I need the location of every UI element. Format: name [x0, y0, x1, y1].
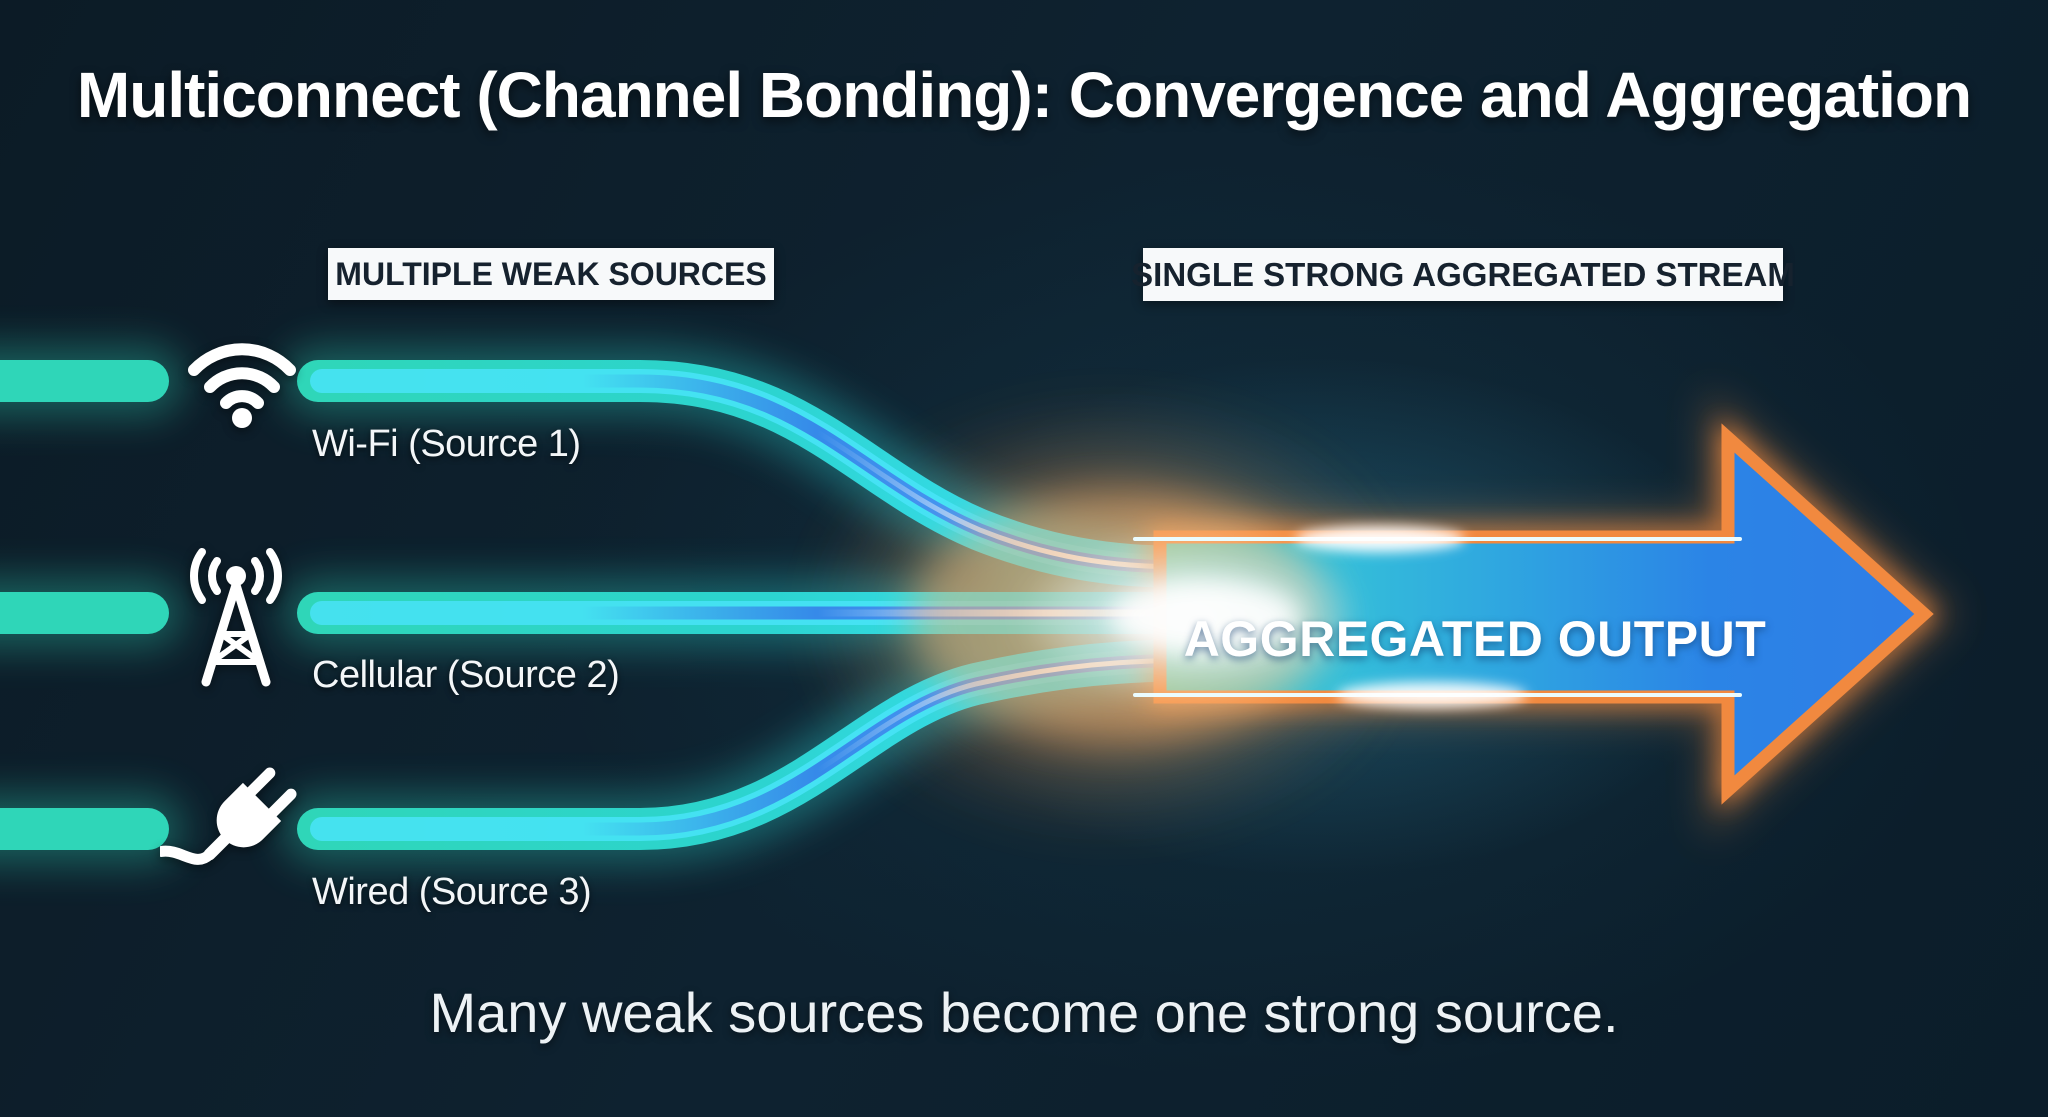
- source-label-wifi: Wi-Fi (Source 1): [312, 423, 581, 465]
- source-label-wired: Wired (Source 3): [312, 871, 592, 913]
- label-box-right-text: SINGLE STRONG AGGREGATED STREAM: [1131, 255, 1795, 293]
- wifi-icon: [188, 343, 296, 428]
- source-stubs: [0, 360, 169, 850]
- aggregated-output-label: AGGREGATED OUTPUT: [1183, 611, 1767, 667]
- source-label-cellular: Cellular (Source 2): [312, 654, 620, 696]
- label-box-multiple-weak-sources: MULTIPLE WEAK SOURCES: [328, 248, 774, 300]
- convergence-burst: [640, 492, 1365, 742]
- label-box-single-strong-aggregated-stream: SINGLE STRONG AGGREGATED STREAM: [1131, 248, 1795, 301]
- label-box-left-text: MULTIPLE WEAK SOURCES: [335, 255, 767, 292]
- bottom-caption: Many weak sources become one strong sour…: [429, 981, 1619, 1044]
- page-title: Multiconnect (Channel Bonding): Converge…: [76, 59, 1972, 131]
- stream-edge-highlights: [1114, 526, 1756, 708]
- cell-tower-icon: [190, 548, 282, 687]
- power-plug-icon: [160, 767, 297, 865]
